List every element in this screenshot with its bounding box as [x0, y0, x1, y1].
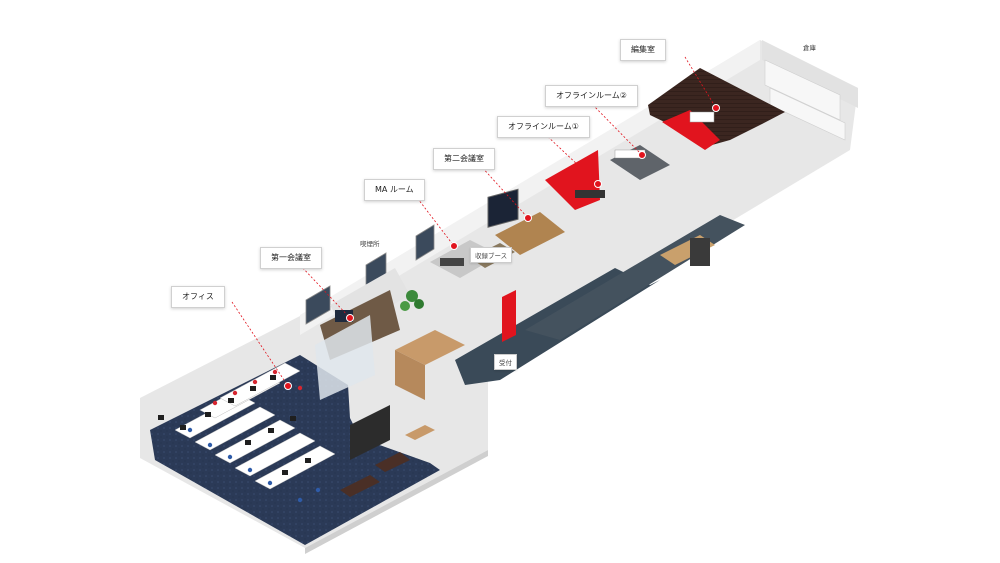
marker-offline1[interactable]: [594, 180, 602, 188]
marker-editing[interactable]: [712, 104, 720, 112]
storage-lockers: [764, 59, 846, 141]
callout-editing[interactable]: 編集室: [620, 39, 666, 61]
back-wall: [300, 40, 760, 335]
marker-meeting1[interactable]: [346, 314, 354, 322]
label-recording-booth: 収録ブース: [470, 247, 513, 263]
reception-box-front: [395, 350, 425, 400]
ma-room-console: [440, 258, 464, 266]
leader-offline1: [544, 133, 599, 185]
editing-room-accent: [662, 110, 720, 150]
executive-desk-2: [375, 452, 410, 472]
office-monitors: [158, 375, 311, 475]
reception-red-panel: [502, 290, 516, 342]
callout-ma-room[interactable]: MA ルーム: [364, 179, 425, 201]
leader-meeting1: [299, 264, 351, 319]
marker-offline2[interactable]: [638, 151, 646, 159]
lounge-locker: [690, 238, 710, 266]
leader-ma-room: [414, 194, 455, 247]
leader-offline2: [589, 101, 643, 156]
marker-office[interactable]: [284, 382, 292, 390]
label-storage: 倉庫: [799, 40, 820, 54]
executive-desk-1: [340, 475, 380, 497]
office-desks: [174, 362, 336, 490]
office-chairs: [212, 369, 303, 406]
marker-meeting2[interactable]: [524, 214, 532, 222]
building-right-face: [305, 450, 488, 554]
callout-meeting1[interactable]: 第一会議室: [260, 247, 322, 269]
storage-boxes: [405, 425, 435, 440]
office-chairs-blue: [187, 427, 321, 503]
meeting2-floor: [495, 212, 565, 255]
offline1-desk: [575, 190, 605, 198]
leader-office: [231, 301, 289, 387]
leader-editing: [684, 56, 717, 109]
editing-monitor: [689, 111, 715, 123]
callout-offline2[interactable]: オフラインルーム②: [545, 85, 638, 107]
reception-box: [395, 330, 465, 365]
callout-meeting2[interactable]: 第二会議室: [433, 148, 495, 170]
storage-wall: [762, 40, 858, 108]
callout-office[interactable]: オフィス: [171, 286, 225, 308]
label-reception: 受付: [494, 354, 517, 370]
plant-icon: [400, 290, 424, 311]
divider-panel: [350, 405, 390, 460]
callout-offline1[interactable]: オフラインルーム①: [497, 116, 590, 138]
label-smoking: 喫煙所: [356, 236, 384, 250]
marker-ma-room[interactable]: [450, 242, 458, 250]
glass-partition: [315, 315, 375, 400]
